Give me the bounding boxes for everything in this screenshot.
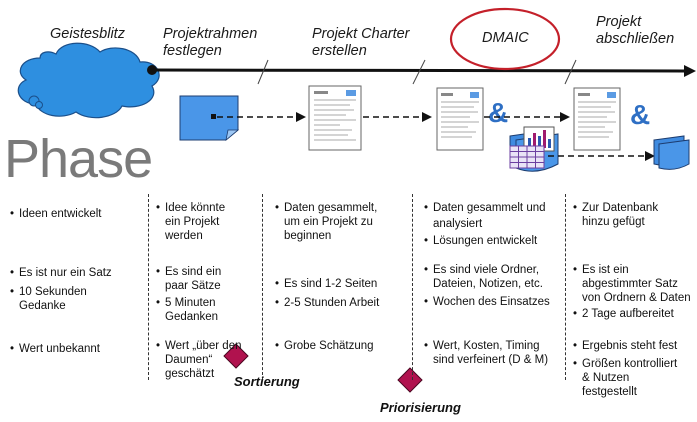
timeline-arrow <box>151 68 685 73</box>
final-document-icon <box>573 87 621 151</box>
list-item: •Wert, Kosten, Timing sind verfeinert (D… <box>424 340 549 366</box>
note-document-icon <box>179 95 240 142</box>
phase-label: Phase <box>4 129 153 189</box>
list-item: •5 Minuten Gedanken <box>156 297 219 323</box>
phase-tick <box>564 59 577 85</box>
list-item: •Es sind viele Ordner, Dateien, Notizen,… <box>424 264 543 290</box>
ampersand-icon: & <box>630 99 650 130</box>
list-item: •Zur Datenbank hinzu gefügt <box>573 202 659 228</box>
dmaic-highlight-ellipse <box>449 7 561 71</box>
list-item: •Es ist ein abgestimmter Satz von Ordner… <box>573 264 691 304</box>
header-dmaic: DMAIC <box>482 30 529 46</box>
ampersand-icon: & <box>488 97 508 128</box>
list-item: •Wert unbekannt <box>10 343 100 355</box>
list-item: •Es sind 1-2 Seiten <box>275 278 378 290</box>
list-item: •Ergebnis steht fest <box>573 340 678 352</box>
phase-tick <box>412 59 426 85</box>
decision-label-sortierung: Sortierung <box>234 374 300 389</box>
list-item: •Idee könnte ein Projekt werden <box>156 202 226 242</box>
list-item: •Es sind ein paar Sätze <box>156 266 222 292</box>
list-item: •Daten gesammelt, um ein Projekt zu begi… <box>275 202 378 242</box>
list-item: •Es ist nur ein Satz <box>10 267 112 279</box>
list-item: •2-5 Stunden Arbeit <box>275 297 380 309</box>
list-item: •Grobe Schätzung <box>275 340 374 352</box>
phase-tick <box>257 59 269 85</box>
list-item: •Daten gesammelt und analysiert <box>424 202 546 230</box>
decision-label-priorisierung: Priorisierung <box>380 400 461 415</box>
table-grid-icon <box>509 145 545 169</box>
output-file-stack-icon <box>653 135 690 170</box>
column-separator <box>412 194 413 380</box>
header-geistesblitz: Geistesblitz <box>50 26 125 42</box>
charter-document-icon <box>308 85 362 151</box>
list-item: •Ideen entwickelt <box>10 208 102 220</box>
list-item: •10 Sekunden Gedanke <box>10 286 87 312</box>
decision-diamond-priorisierung <box>397 367 423 393</box>
column-separator <box>565 194 566 380</box>
dmaic-document-icon <box>436 87 484 151</box>
list-item: •2 Tage aufbereitet <box>573 308 674 320</box>
timeline-arrowhead <box>684 65 696 77</box>
decision-diamond-sortierung <box>223 343 249 369</box>
cloud-shape <box>17 42 160 119</box>
list-item: •Lösungen entwickelt <box>424 235 538 247</box>
list-item: •Größen kontrolliert & Nutzen festgestel… <box>573 358 678 398</box>
list-item: •Wochen des Einsatzes <box>424 296 550 308</box>
column-separator <box>148 194 149 380</box>
column-separator <box>262 194 263 380</box>
list-item: •Wert „über den Daumen“ geschätzt <box>156 340 242 380</box>
